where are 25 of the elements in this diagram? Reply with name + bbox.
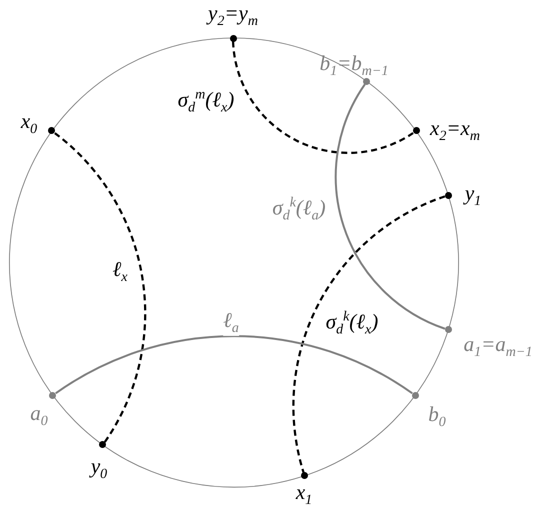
geodesic-arc: [334, 84, 446, 330]
point-label: b$_{0}$: [428, 404, 446, 430]
point-marker: [363, 78, 370, 86]
geodesic-arc: [55, 335, 413, 394]
point-marker: [444, 192, 452, 199]
point-marker: [230, 34, 236, 42]
point-label: y$_{2}$=y$_{m}$: [208, 2, 258, 30]
point-label: a$_{1}$=a$_{m−1}$: [464, 334, 532, 360]
point-marker: [444, 326, 452, 334]
point-label: a$_{0}$: [30, 402, 48, 430]
point-label: y$_{1}$: [464, 182, 482, 210]
point-marker: [412, 127, 420, 134]
point-marker: [48, 127, 56, 134]
point-label: b$_{1}$=b$_{m−1}$: [320, 52, 388, 80]
point-label: y$_{0}$: [90, 456, 108, 482]
point-label: x$_{2}$=x$_{m}$: [430, 118, 480, 144]
dashed-geodesic-arc: [292, 195, 446, 473]
point-label: x$_{0}$: [20, 110, 38, 138]
point-marker: [412, 392, 419, 399]
point-marker: [99, 441, 106, 448]
point-label: x$_{1}$: [296, 482, 312, 508]
point-marker: [301, 472, 308, 480]
point-marker: [49, 392, 56, 399]
dashed-geodesic-arc: [232, 41, 414, 154]
dashed-geodesic-arc: [54, 132, 146, 443]
